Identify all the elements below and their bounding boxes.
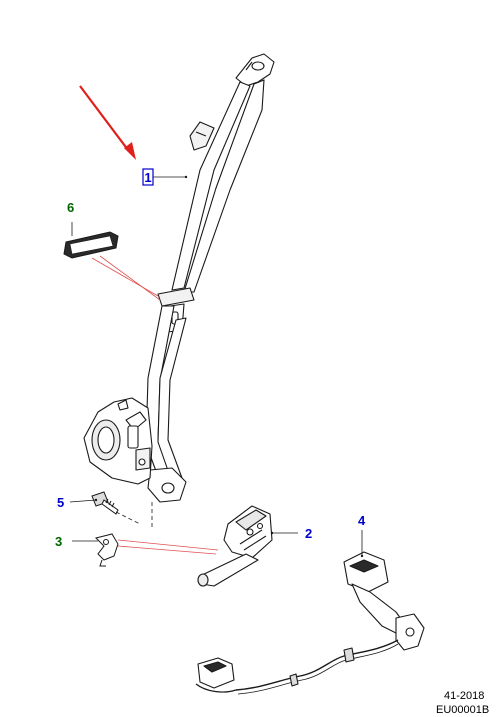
clip-part: [95, 533, 119, 567]
callout-6-label: 6: [67, 200, 74, 215]
trim-cover-part: [63, 231, 119, 259]
retractor-assembly: [83, 397, 153, 485]
anchor-bracket-part: [197, 505, 273, 587]
callout-1-box: [142, 168, 154, 186]
page-reference: 41-2018: [444, 690, 485, 702]
callout-1: 1: [142, 168, 154, 186]
buckle-harness-part: [195, 551, 425, 695]
leader-lines: [69, 175, 364, 558]
red-arrow-icon: [79, 85, 136, 160]
callout-1-label: 1: [144, 170, 151, 185]
callout-3-label: 3: [55, 534, 62, 549]
bolt-part: [91, 491, 119, 515]
callout-5-label: 5: [57, 495, 64, 510]
figure-reference: EU00001B: [436, 704, 490, 716]
callout-2-label: 2: [305, 526, 312, 541]
seat-belt-webbing: [145, 53, 275, 503]
callout-4-label: 4: [358, 513, 366, 528]
